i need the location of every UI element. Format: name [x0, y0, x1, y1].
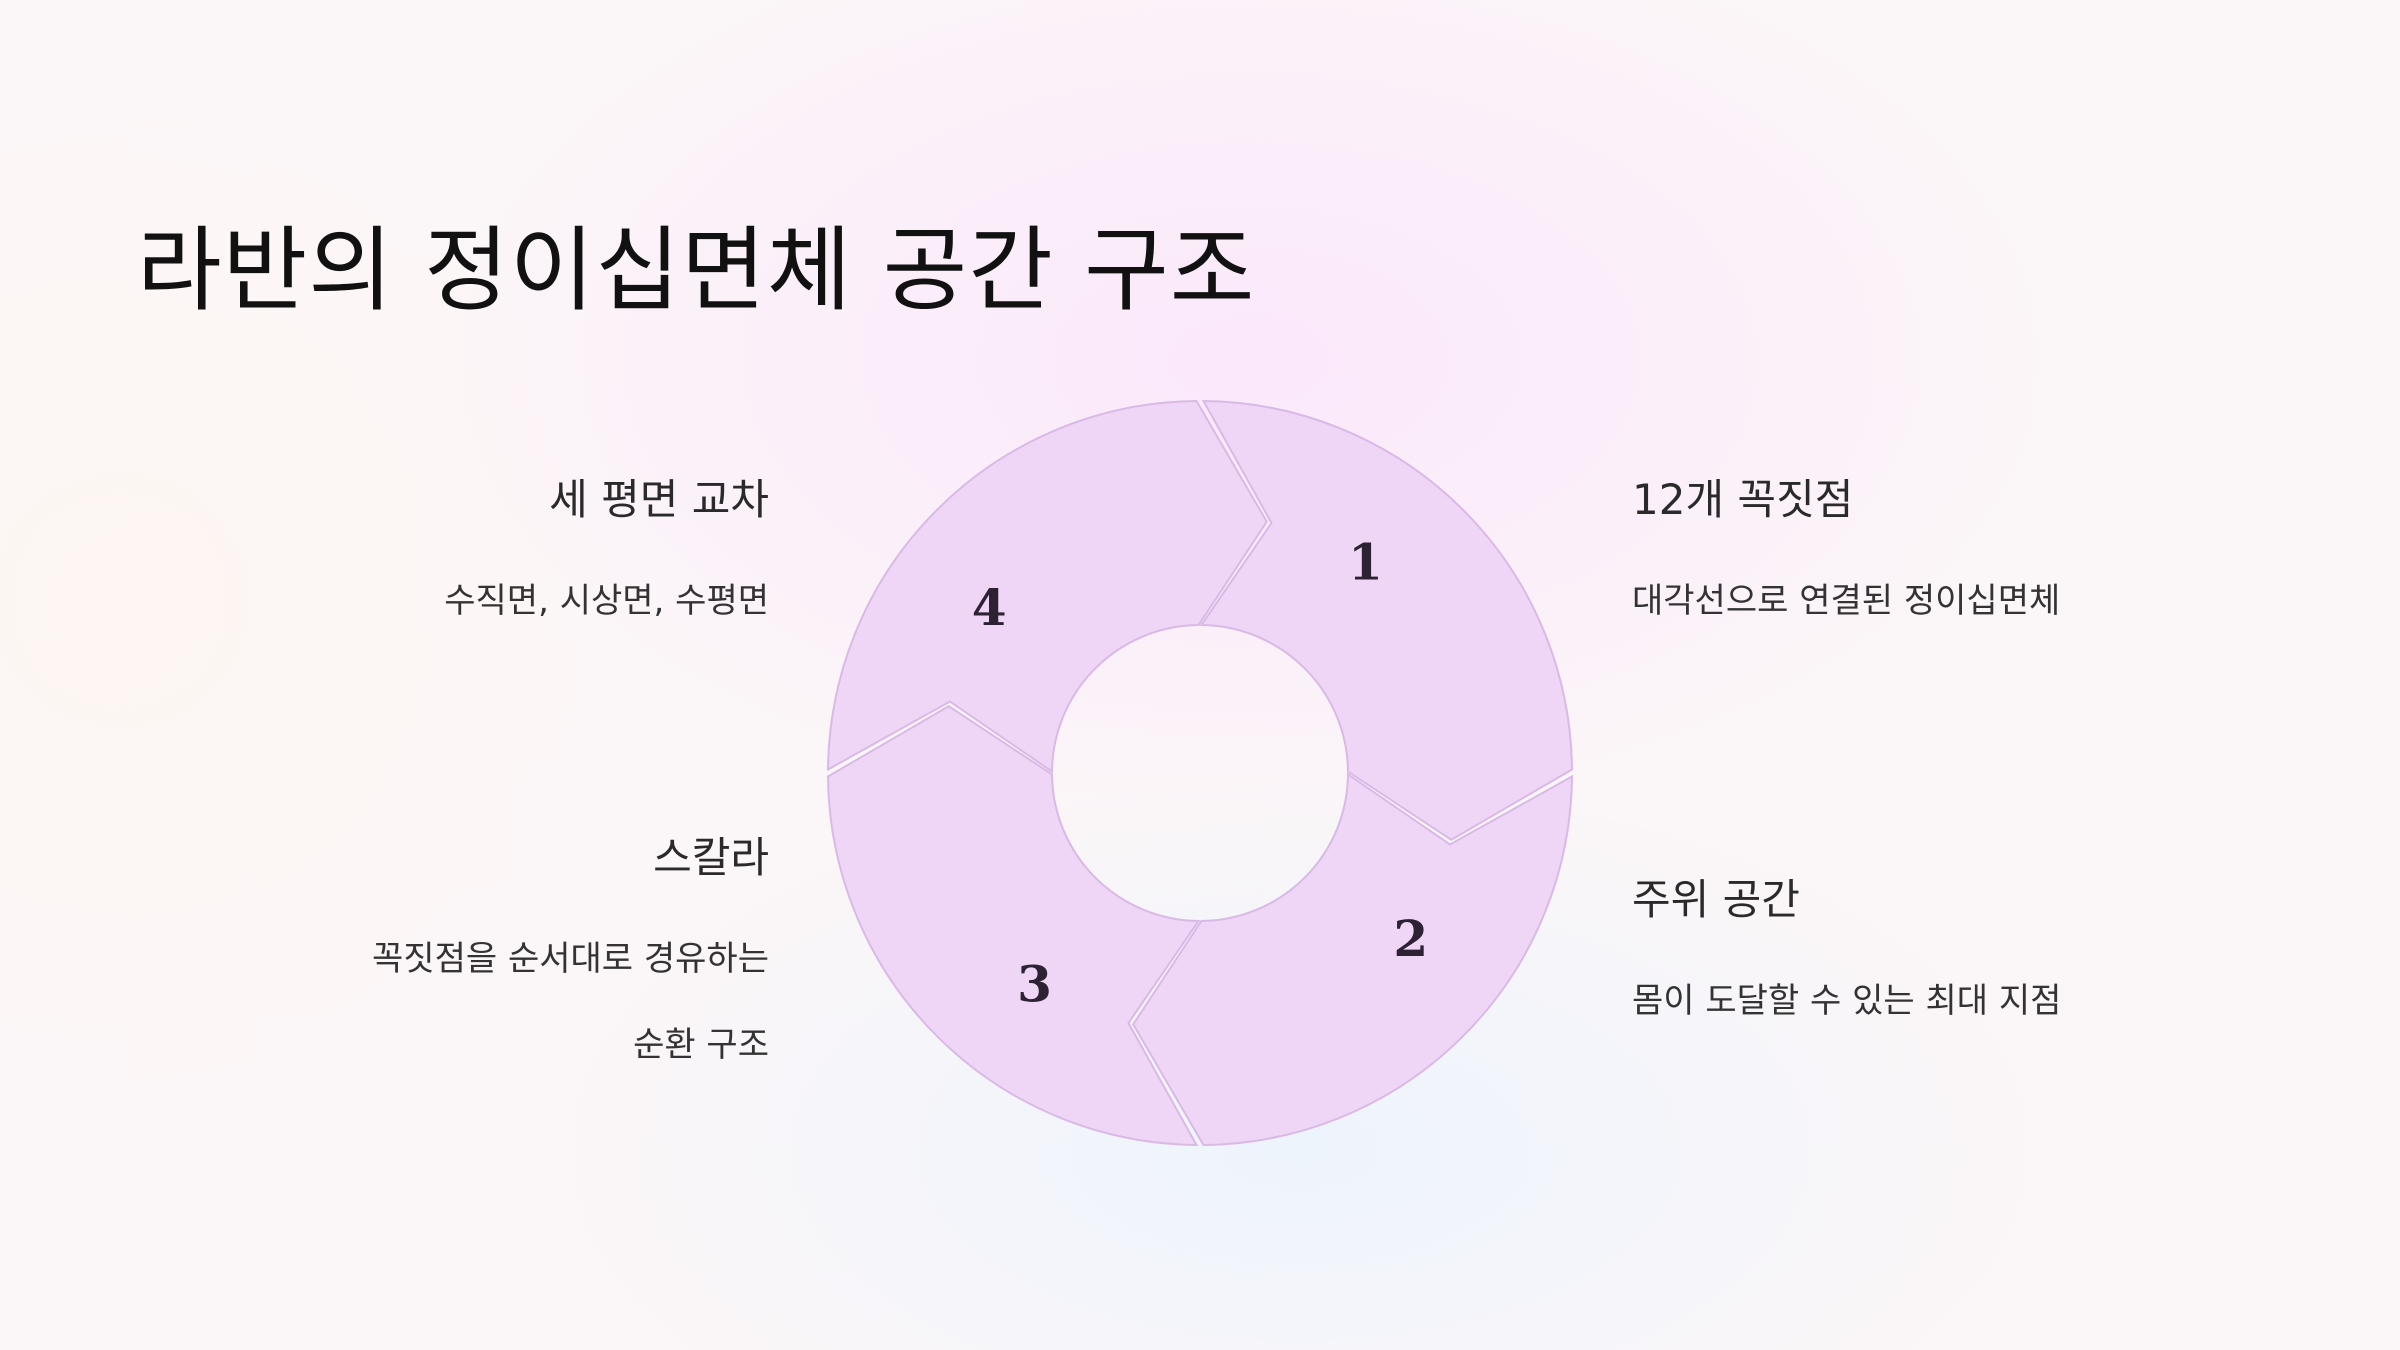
cycle-number-4: 4 [972, 578, 1007, 637]
cycle-segment-1 [1199, 399, 1574, 841]
step-3-title: 주위 공간 [1632, 875, 1800, 924]
page-title: 라반의 정이십면체 공간 구조 [137, 217, 1256, 324]
step-4-title: 스칼라 [653, 833, 769, 882]
step-4-desc-line-1: 꼭짓점을 순서대로 경유하는 [372, 939, 769, 979]
step-1-text: 세 평면 교차 수직면, 시상면, 수평면 [209, 472, 769, 644]
step-4-text: 스칼라 꼭짓점을 순서대로 경유하는 순환 구조 [209, 830, 769, 1088]
cycle-segment-4 [826, 399, 1268, 774]
step-2-text: 12개 꼭짓점 대각선으로 연결된 정이십면체 [1632, 472, 2192, 644]
step-3-text: 주위 공간 몸이 도달할 수 있는 최대 지점 [1632, 872, 2192, 1044]
step-1-desc-line-1: 수직면, 시상면, 수평면 [444, 581, 769, 621]
cycle-number-3: 3 [1017, 954, 1052, 1013]
step-2-title: 12개 꼭짓점 [1632, 475, 1854, 524]
step-2-desc-line-1: 대각선으로 연결된 정이십면체 [1632, 581, 2061, 621]
cycle-number-1: 1 [1348, 533, 1383, 592]
step-3-description: 몸이 도달할 수 있는 최대 지점 [1632, 958, 2192, 1044]
step-1-description: 수직면, 시상면, 수평면 [209, 558, 769, 644]
cycle-segment-3 [826, 705, 1201, 1147]
step-3-desc-line-1: 몸이 도달할 수 있는 최대 지점 [1632, 981, 2062, 1021]
cycle-number-2: 2 [1393, 909, 1428, 968]
step-4-description: 꼭짓점을 순서대로 경유하는 순환 구조 [209, 916, 769, 1088]
step-4-desc-line-2: 순환 구조 [633, 1025, 769, 1065]
step-1-title: 세 평면 교차 [549, 475, 769, 524]
step-2-description: 대각선으로 연결된 정이십면체 [1632, 558, 2192, 644]
cycle-segment-2 [1132, 772, 1574, 1147]
